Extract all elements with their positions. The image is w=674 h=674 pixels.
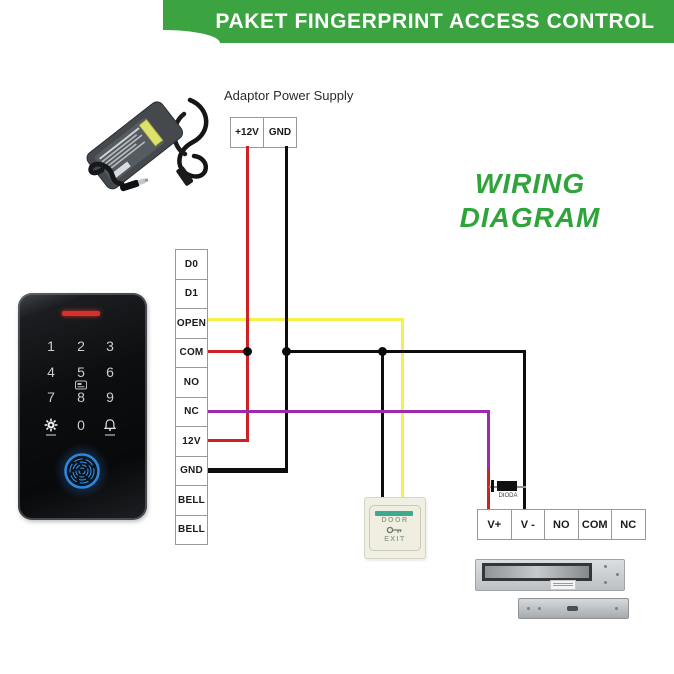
maglock-terminal-strip: V+ V - NO COM NC <box>477 509 646 540</box>
gear-icon <box>44 418 58 432</box>
psu-terminal-gnd: GND <box>263 117 297 148</box>
adaptor-label: Adaptor Power Supply <box>224 88 354 103</box>
maglock-magnet-face <box>485 566 589 578</box>
banner-title: PAKET FINGERPRINT ACCESS CONTROL <box>215 9 655 33</box>
gear-sublabel-mark <box>46 434 56 436</box>
exit-button-green-bar <box>375 511 413 516</box>
junction-dot-gnd <box>282 347 291 356</box>
terminal-gnd: GND <box>175 455 208 486</box>
wire-yellow-open-horizontal <box>208 318 404 321</box>
maglock-magnet-slot <box>482 563 592 581</box>
adaptor-dc-cable <box>88 161 149 192</box>
keypad-digit-7: 7 <box>47 389 55 405</box>
wire-black-rail <box>286 350 526 353</box>
exit-door-label: DOOR <box>381 517 409 524</box>
armature-screw <box>615 607 618 610</box>
junction-dot-exit <box>378 347 387 356</box>
exit-exit-label: EXIT <box>384 536 406 543</box>
terminal-d0: D0 <box>175 249 208 280</box>
wire-red-vplus-vertical <box>487 467 490 510</box>
terminal-d1: D1 <box>175 278 208 309</box>
key-icon <box>386 526 402 534</box>
diode-label: DIODA <box>498 493 518 499</box>
terminal-nc: NC <box>175 396 208 427</box>
rfid-card-icon <box>75 380 87 390</box>
wire-purple-vertical <box>487 410 490 469</box>
keypad-digit-9: 9 <box>106 389 114 405</box>
wire-red-12v-horizontal <box>208 439 249 442</box>
maglock-armature-plate <box>518 598 629 619</box>
wire-red-adapter-vertical <box>246 146 249 442</box>
terminal-open: OPEN <box>175 308 208 339</box>
keypad-digit-0: 0 <box>77 417 85 433</box>
adaptor-ac-cord <box>172 97 209 186</box>
terminal-bell-1: BELL <box>175 485 208 516</box>
maglock-terminal-vminus: V - <box>510 509 545 540</box>
maglock-label-sticker <box>550 580 576 590</box>
banner-notch <box>106 30 220 56</box>
keypad-digit-3: 3 <box>106 338 114 354</box>
status-led-bar <box>62 311 100 316</box>
access-keypad-device: 1 2 3 4 5 6 7 8 9 0 <box>18 293 147 520</box>
keypad-digit-6: 6 <box>106 364 114 380</box>
maglock-screw <box>604 581 607 584</box>
keypad-digit-5: 5 <box>77 364 85 380</box>
wire-red-com-horizontal <box>208 350 249 353</box>
keypad-digit-4: 4 <box>47 364 55 380</box>
wire-black-vminus-vertical <box>523 350 526 510</box>
wire-black-adapter-vertical <box>285 146 288 473</box>
maglock-body <box>475 559 625 591</box>
maglock-terminal-nc: NC <box>611 509 646 540</box>
diode-body <box>497 481 517 491</box>
fingerprint-sensor <box>64 453 100 489</box>
wire-black-exit-vertical <box>381 350 384 500</box>
controller-terminal-strip: D0 D1 OPEN COM NO NC 12V GND BELL BELL <box>175 249 208 545</box>
wire-purple-nc-horizontal <box>208 410 490 413</box>
bell-sublabel-mark <box>105 434 115 436</box>
heading-line-1: WIRING <box>474 168 586 199</box>
diode-cathode-bar <box>491 480 494 492</box>
maglock-terminal-com: COM <box>577 509 612 540</box>
armature-screw <box>527 607 530 610</box>
psu-terminal-plus12v: +12V <box>230 117 264 148</box>
armature-screw <box>538 607 541 610</box>
terminal-12v: 12V <box>175 426 208 457</box>
heading-line-2: DIAGRAM <box>459 202 601 233</box>
armature-center-slot <box>567 606 578 611</box>
maglock-terminal-no: NO <box>544 509 579 540</box>
power-adaptor-photo <box>86 97 209 192</box>
wire-yellow-exit-vertical <box>401 318 404 500</box>
psu-terminal-block: +12V GND <box>230 117 297 148</box>
maglock-screw <box>604 565 607 568</box>
maglock-screw <box>616 573 619 576</box>
terminal-bell-2: BELL <box>175 514 208 545</box>
keypad-digit-1: 1 <box>47 338 55 354</box>
exit-button: DOOR EXIT <box>364 497 426 559</box>
wire-black-gnd-thick <box>208 468 288 473</box>
bell-icon <box>103 419 117 431</box>
wiring-heading: WIRING DIAGRAM <box>440 167 620 235</box>
keypad-digit-8: 8 <box>77 389 85 405</box>
maglock-terminal-vplus: V+ <box>477 509 512 540</box>
banner: PAKET FINGERPRINT ACCESS CONTROL <box>163 0 674 43</box>
terminal-com: COM <box>175 337 208 368</box>
terminal-no: NO <box>175 367 208 398</box>
junction-dot-com <box>243 347 252 356</box>
keypad-digit-2: 2 <box>77 338 85 354</box>
adaptor-brick <box>86 101 184 190</box>
